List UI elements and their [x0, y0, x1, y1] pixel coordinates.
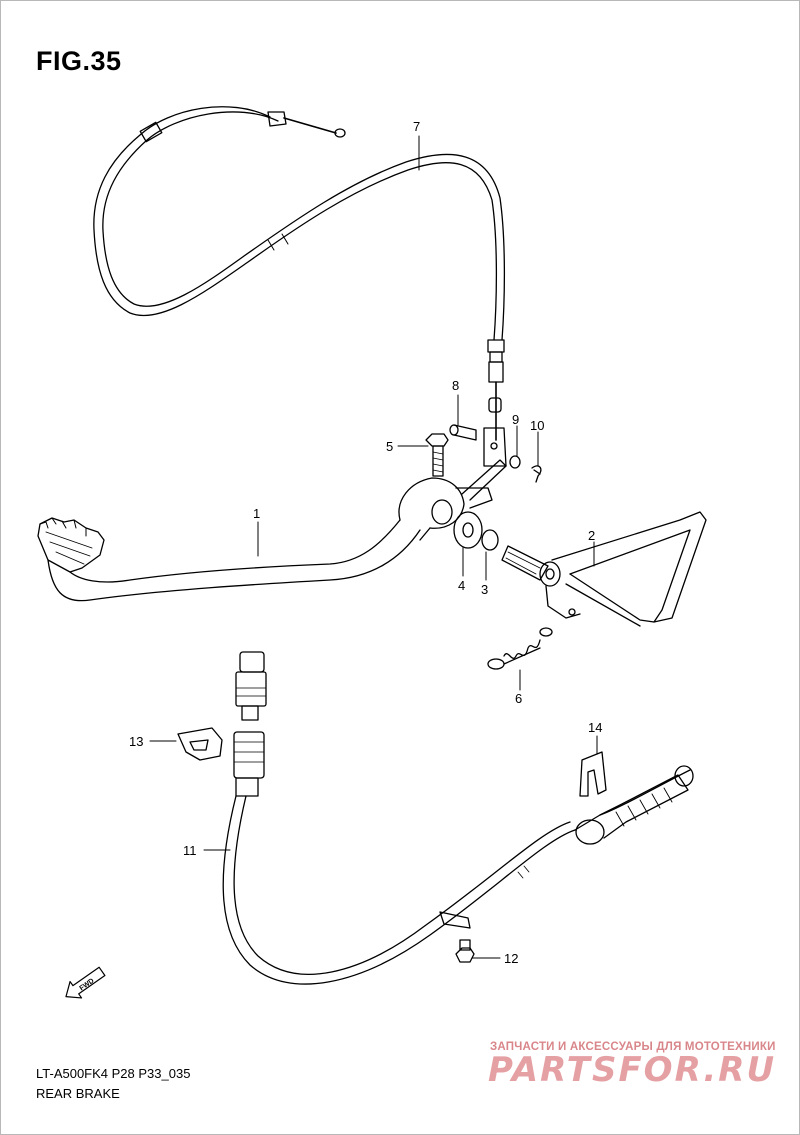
figure-title: FIG.35: [36, 46, 122, 76]
retaining-clip: [579, 751, 607, 797]
callout-14: 14: [588, 720, 602, 735]
callout-1: 1: [253, 506, 260, 521]
lower-brake-cable: [222, 651, 694, 985]
callout-4: 4: [458, 578, 465, 593]
clevis-pin: [449, 424, 477, 441]
fwd-arrow-icon: FWD: [65, 966, 106, 999]
callout-13: 13: [129, 734, 143, 749]
callout-8: 8: [452, 378, 459, 393]
pivot-bolt: [425, 433, 449, 477]
callout-7: 7: [413, 119, 420, 134]
return-spring: [487, 627, 553, 670]
model-code: LT-A500FK4 P28 P33_035: [36, 1066, 191, 1081]
cotter-pin: [531, 465, 542, 483]
callout-11: 11: [183, 843, 197, 858]
callout-12: 12: [504, 951, 518, 966]
watermark-logo: PARTSFOR.RU: [488, 1050, 777, 1090]
upper-brake-cable: [93, 106, 506, 441]
brake-arm: [501, 511, 707, 627]
brake-pedal: [37, 477, 493, 602]
callout-5: 5: [386, 439, 393, 454]
diagram-caption: REAR BRAKE: [36, 1086, 120, 1101]
cable-clip: [177, 727, 223, 761]
leader-lines: [149, 135, 598, 959]
callout-3: 3: [481, 582, 488, 597]
callout-10: 10: [530, 418, 544, 433]
shaft-washer: [453, 511, 483, 549]
callout-2: 2: [588, 528, 595, 543]
cable-joint: [461, 427, 507, 501]
callout-6: 6: [515, 691, 522, 706]
washer: [509, 455, 521, 469]
watermark-tagline: ЗАПЧАСТИ И АКСЕССУАРЫ ДЛЯ МОТОТЕХНИКИ: [490, 1041, 776, 1053]
callout-9: 9: [512, 412, 519, 427]
clamp-bolt: [455, 939, 475, 963]
o-ring: [481, 529, 499, 551]
